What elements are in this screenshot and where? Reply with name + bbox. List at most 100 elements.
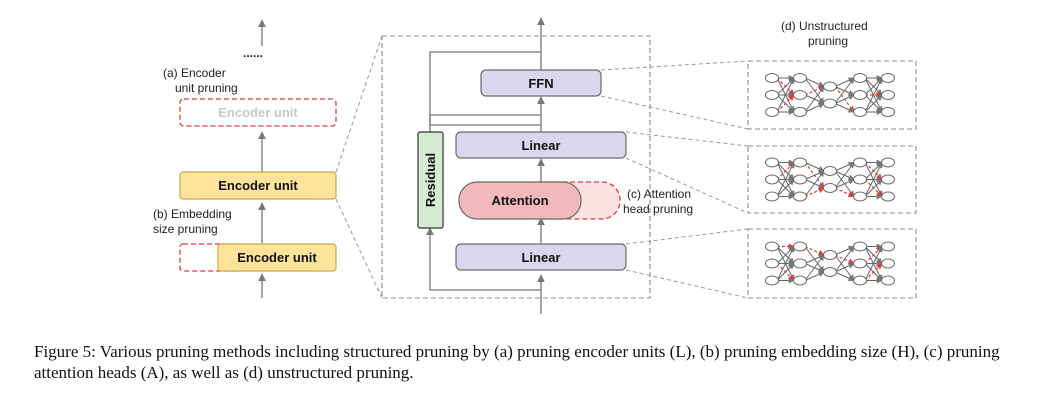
encoder-unit-bottom bbox=[217, 243, 337, 272]
encoder-unit-top-label: Encoder unit bbox=[218, 178, 298, 193]
residual-out-path bbox=[429, 114, 541, 132]
neuron-node bbox=[793, 157, 807, 168]
pruned-embedding-part bbox=[179, 243, 243, 272]
neuron-node bbox=[823, 166, 837, 176]
pruned-encoder-unit-label: Encoder unit bbox=[218, 105, 298, 120]
continuation-dots: ...... bbox=[243, 46, 263, 60]
zoom-linear-bottom-b bbox=[625, 269, 749, 299]
weight-edge bbox=[864, 161, 883, 197]
neuron-node bbox=[823, 183, 837, 193]
neuron-node bbox=[881, 90, 895, 100]
residual-box bbox=[417, 131, 444, 229]
weight-edge bbox=[804, 254, 825, 281]
neuron-node bbox=[853, 107, 867, 117]
neuron-node bbox=[765, 157, 779, 168]
neuron-node bbox=[765, 90, 779, 100]
label-b-line2: size pruning bbox=[153, 222, 218, 236]
weight-edge bbox=[864, 179, 883, 197]
weight-edge bbox=[834, 271, 855, 282]
unstructured-pruning-panels bbox=[747, 60, 917, 299]
weight-edge bbox=[864, 245, 883, 281]
weight-edge bbox=[834, 94, 855, 104]
neuron-node bbox=[765, 107, 779, 117]
neuron-node bbox=[853, 73, 867, 83]
weight-edge bbox=[804, 170, 825, 197]
neuron-node bbox=[765, 191, 779, 202]
weight-edge bbox=[804, 102, 825, 113]
label-d-line2: pruning bbox=[808, 34, 848, 48]
neuron-node bbox=[765, 258, 779, 269]
weight-edge bbox=[834, 77, 855, 104]
encoder-zoom-box bbox=[381, 35, 651, 299]
zoom-ffn-top bbox=[600, 60, 749, 71]
label-d-line1: (d) Unstructured bbox=[781, 19, 868, 33]
label-c-line1: (c) Attention bbox=[627, 187, 691, 201]
neuron-node bbox=[853, 90, 867, 100]
neuron-node bbox=[793, 258, 807, 269]
pruned-encoder-unit bbox=[179, 98, 337, 127]
pruned-weight bbox=[804, 187, 825, 198]
neuron-node bbox=[853, 258, 867, 269]
linear-bottom-label: Linear bbox=[521, 250, 560, 265]
residual-in-path bbox=[426, 227, 541, 291]
neuron-node bbox=[881, 275, 895, 286]
zoom-linear-top-a bbox=[625, 131, 749, 147]
weight-edge bbox=[776, 77, 795, 113]
neuron-node bbox=[765, 174, 779, 185]
neuron-node bbox=[823, 267, 837, 277]
neuron-node bbox=[823, 81, 837, 92]
neuron-node bbox=[793, 241, 807, 252]
neuron-node bbox=[765, 275, 779, 286]
neuron-node bbox=[881, 258, 895, 269]
neuron-node bbox=[793, 191, 807, 202]
weight-edge bbox=[834, 103, 855, 113]
panel-frame bbox=[747, 145, 917, 214]
neuron-node bbox=[881, 174, 895, 185]
zoom-ffn-bottom bbox=[600, 95, 749, 130]
neuron-node bbox=[765, 73, 779, 83]
linear-top-label: Linear bbox=[521, 138, 560, 153]
neuron-node bbox=[853, 275, 867, 286]
ffn-label: FFN bbox=[528, 76, 553, 91]
label-c-line2: head pruning bbox=[623, 202, 693, 216]
outer-skip-path bbox=[429, 51, 541, 126]
attention-label: Attention bbox=[491, 193, 548, 208]
neuron-node bbox=[881, 191, 895, 202]
zoom-linear-bottom-a bbox=[625, 228, 749, 245]
weight-edge bbox=[834, 178, 855, 189]
weight-edge bbox=[776, 179, 795, 197]
neuron-node bbox=[853, 191, 867, 202]
neuron-node bbox=[823, 250, 837, 260]
neuron-node bbox=[881, 73, 895, 83]
linear-bottom-box bbox=[455, 243, 627, 271]
neuron-node bbox=[881, 157, 895, 168]
zoom-line-bottom bbox=[335, 198, 383, 299]
figure-caption: Figure 5: Various pruning methods includ… bbox=[34, 342, 1000, 382]
weight-edge bbox=[776, 263, 795, 281]
linear-top-box bbox=[455, 131, 627, 159]
neuron-node bbox=[823, 98, 837, 109]
pruned-weight bbox=[834, 187, 855, 198]
encoder-unit-bottom-label: Encoder unit bbox=[237, 250, 317, 265]
neuron-node bbox=[793, 174, 807, 185]
pruned-weight bbox=[864, 263, 883, 281]
weight-edge bbox=[804, 86, 825, 113]
weight-edge bbox=[776, 161, 795, 197]
neuron-node bbox=[793, 90, 807, 100]
encoder-stack: ...... (a) Encoder unit pruning Encoder … bbox=[153, 19, 383, 299]
unstructured-panel-1 bbox=[747, 60, 917, 130]
weight-edge bbox=[864, 94, 883, 113]
neuron-node bbox=[853, 241, 867, 252]
neuron-node bbox=[881, 241, 895, 252]
neuron-node bbox=[793, 73, 807, 83]
zoom-linear-top-b bbox=[625, 157, 749, 214]
weight-edge bbox=[776, 245, 795, 281]
weight-edge bbox=[834, 246, 855, 273]
pruning-figure: ...... (a) Encoder unit pruning Encoder … bbox=[153, 17, 917, 314]
neuron-node bbox=[793, 107, 807, 117]
unstructured-panel-3 bbox=[747, 228, 917, 299]
label-a-line2: unit pruning bbox=[175, 81, 238, 95]
ffn-box bbox=[480, 69, 602, 97]
zoom-line-top bbox=[335, 35, 383, 173]
unstructured-panel-2 bbox=[747, 145, 917, 214]
